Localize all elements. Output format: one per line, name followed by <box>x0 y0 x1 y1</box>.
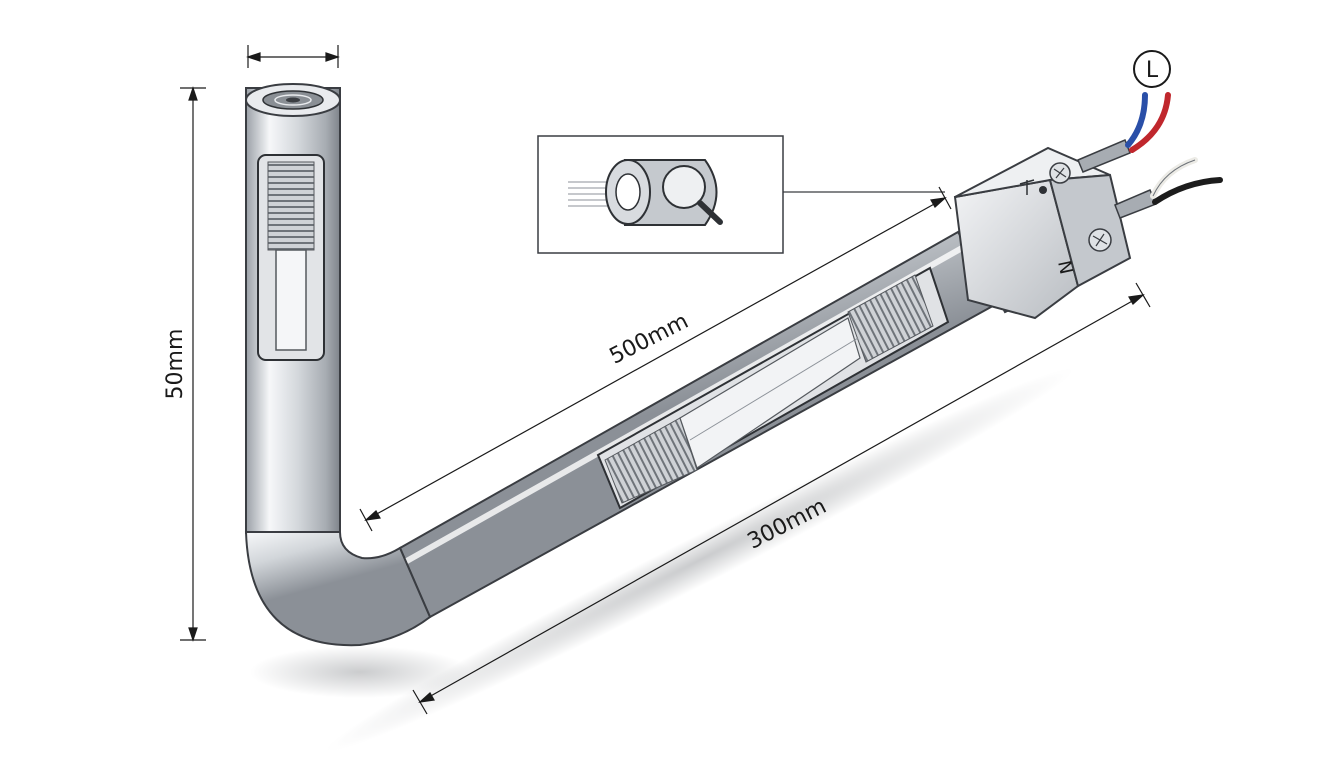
screw-icon <box>1049 162 1071 184</box>
tube-end-center <box>286 97 300 103</box>
detail-inset <box>537 135 945 254</box>
wire-black <box>1152 177 1223 205</box>
elbow-bend <box>244 531 432 647</box>
dimension-lines <box>180 45 1151 715</box>
live-terminal-label: L <box>1146 58 1159 83</box>
terminal-arrow <box>1019 179 1035 195</box>
screw-icon <box>1088 228 1112 252</box>
diagonal-core-line <box>689 337 859 441</box>
diagonal-heating-coil-left <box>604 417 698 504</box>
inset-sleeve-bore <box>615 173 641 211</box>
vertical-core-rod <box>275 249 307 351</box>
diagonal-core-rod <box>679 317 861 469</box>
wire-white-outline <box>1152 159 1196 197</box>
terminal-dot <box>1039 186 1047 194</box>
diagonal-heating-coil-right <box>847 274 934 363</box>
bend-seam-end <box>399 547 431 618</box>
diagonal-dimension <box>365 197 946 521</box>
terminal-box-side <box>1048 173 1132 288</box>
cable-gland-upper <box>1077 139 1131 173</box>
cable-gland-lower <box>1114 189 1157 219</box>
bottom-dimension <box>419 294 1144 703</box>
diagonal-dimension-label: 500mm <box>606 309 693 370</box>
terminal-box: N <box>953 146 1132 320</box>
wire-red <box>1129 92 1171 153</box>
floor-shadow <box>250 646 470 698</box>
live-terminal-badge <box>1133 50 1171 88</box>
vertical-dimension-label: 50mm <box>163 329 188 400</box>
wire-blue <box>1125 92 1148 148</box>
floor-shadow-long <box>325 368 1075 752</box>
tube-end-ring <box>274 94 312 106</box>
magnifier-icon <box>662 165 723 225</box>
vertical-heating-coil <box>267 161 315 251</box>
heater-element: N L <box>244 50 1223 647</box>
neutral-terminal-label: N <box>1053 259 1076 277</box>
